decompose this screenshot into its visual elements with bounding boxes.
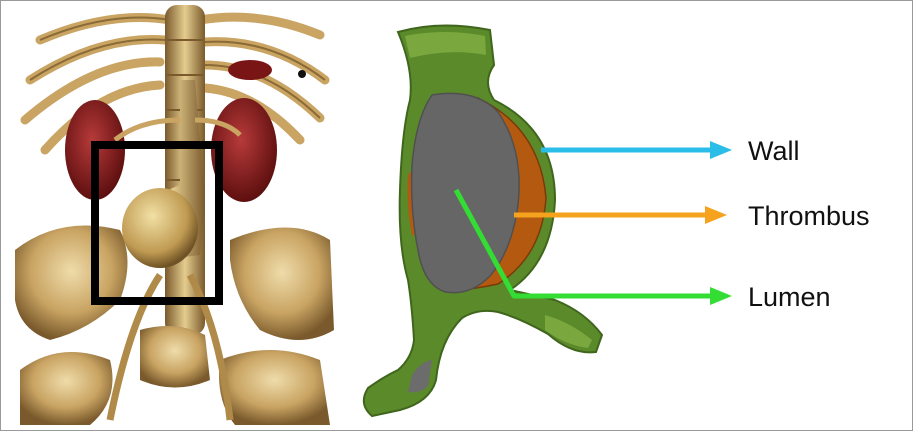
wall-label: Wall bbox=[748, 136, 800, 166]
thrombus-label: Thrombus bbox=[748, 201, 870, 231]
aneurysm-segmentation-model: Wall Thrombus Lumen bbox=[364, 25, 870, 416]
aneurysm-sac bbox=[122, 188, 198, 268]
ct-volume-rendering bbox=[11, 4, 336, 427]
lumen-label: Lumen bbox=[748, 282, 831, 312]
wall-arrow bbox=[541, 141, 732, 159]
